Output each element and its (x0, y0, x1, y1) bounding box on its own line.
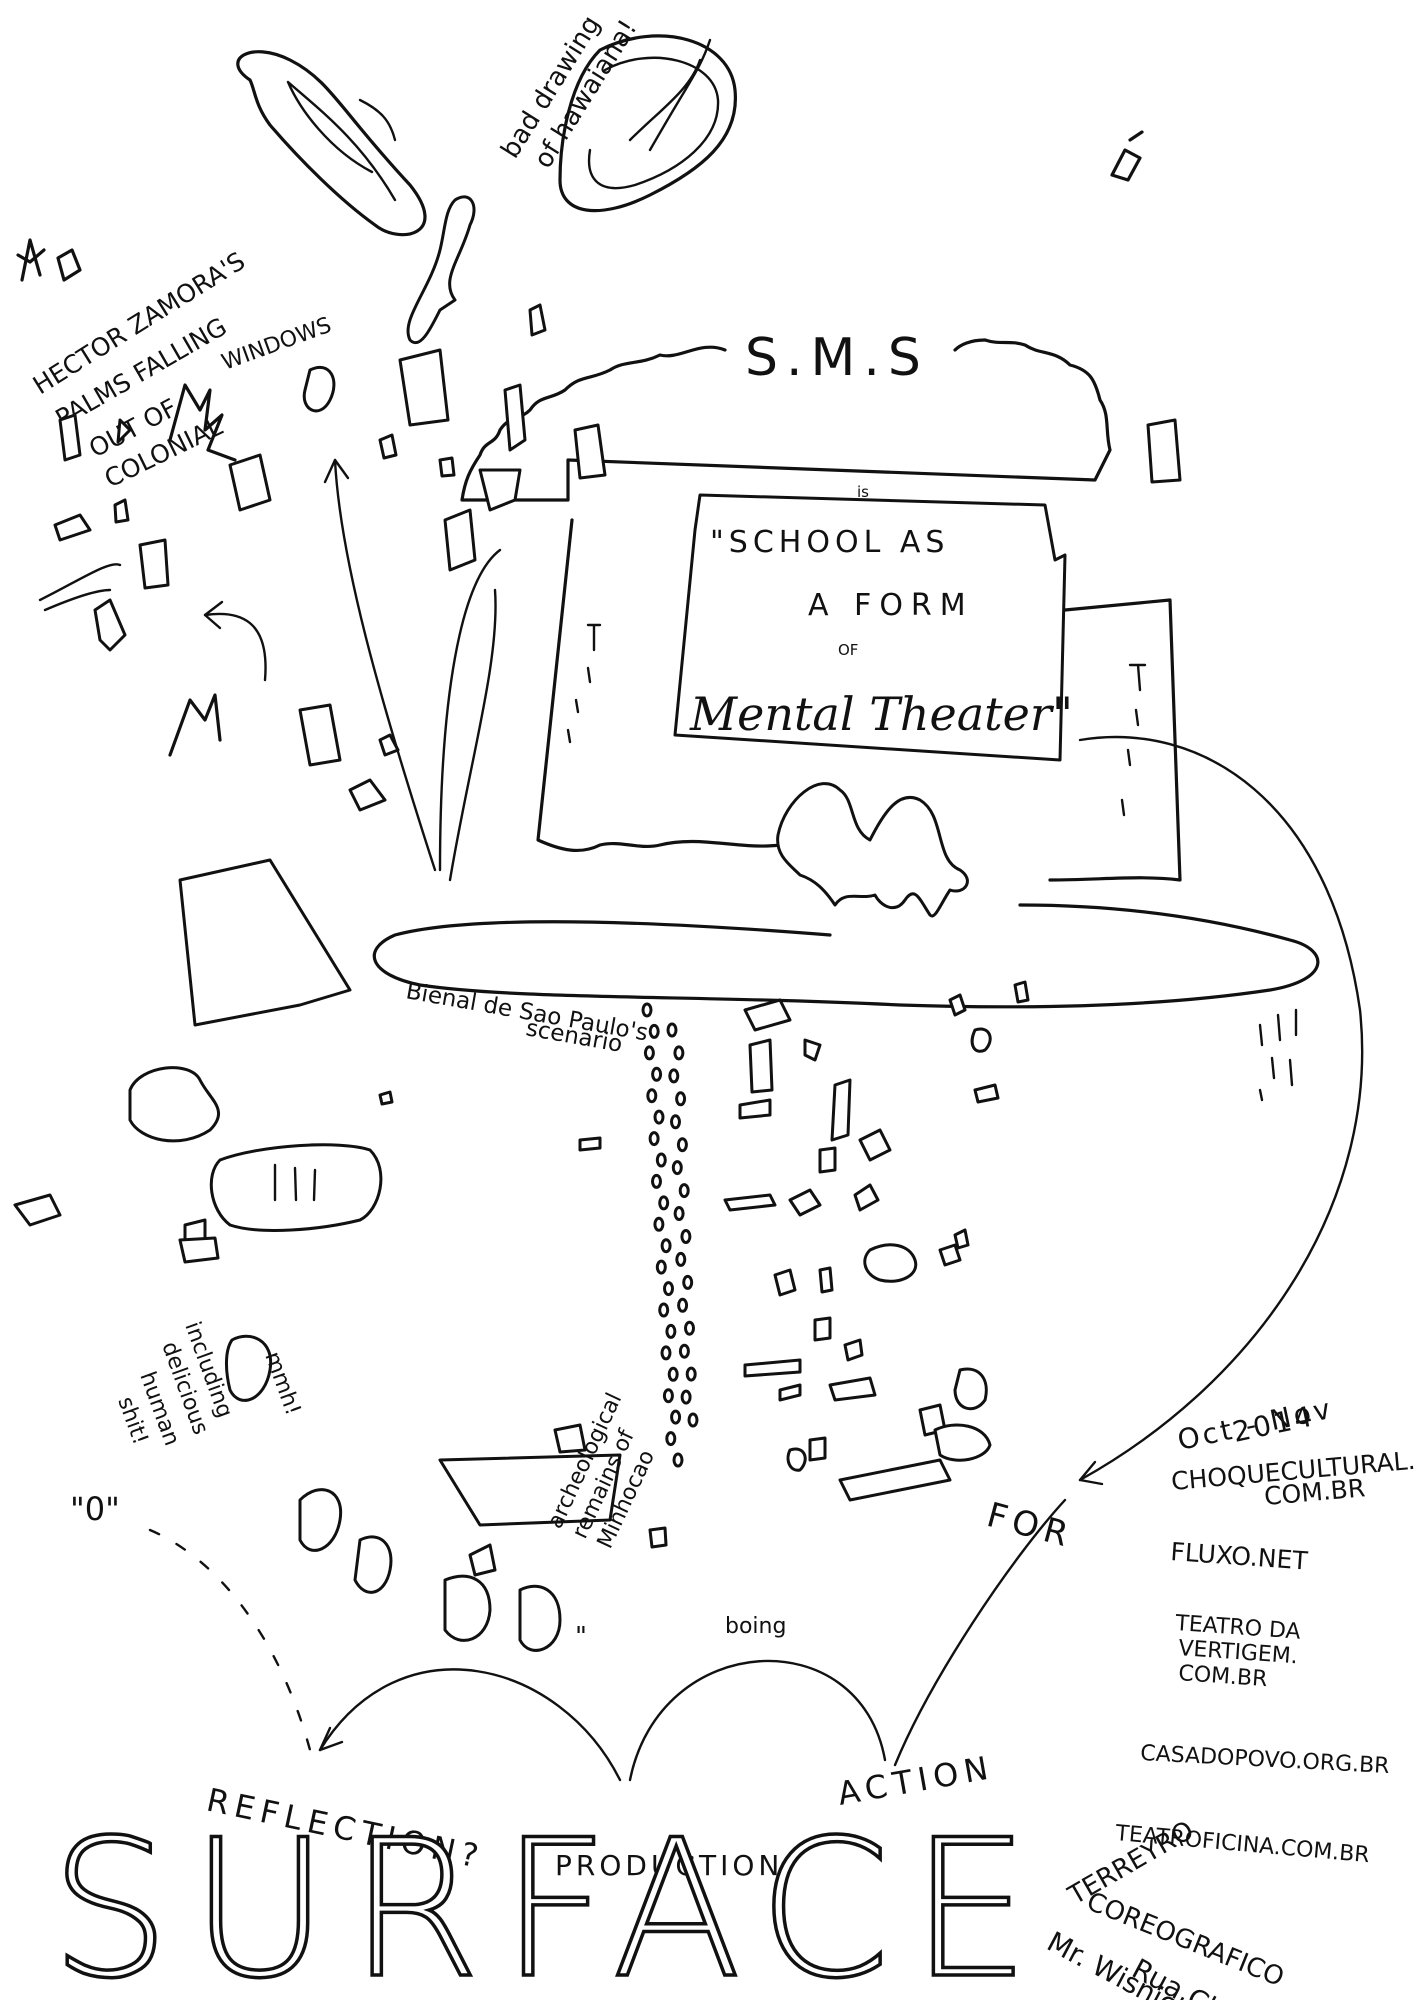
quote-mark-label: " (575, 1622, 587, 1652)
theater-hat-drawing (372, 338, 1320, 1102)
flip-flop-right-drawing (558, 34, 737, 213)
debris-dot (673, 1045, 685, 1061)
debris-dot (687, 1412, 699, 1428)
debris-dot (673, 1206, 685, 1221)
debris-dot (677, 1297, 689, 1313)
debris-dot (641, 1002, 653, 1018)
arc-boing (628, 1659, 887, 1782)
debris-dot (665, 1323, 677, 1339)
boing-label: boing (725, 1614, 786, 1639)
debris-dot (678, 1343, 690, 1359)
debris-dot (653, 1109, 665, 1125)
drip-marks (566, 623, 1147, 817)
debris-dot (680, 1389, 692, 1405)
debris-dot (658, 1195, 670, 1211)
debris-dot (672, 1452, 684, 1468)
debris-dot (682, 1274, 694, 1290)
form-line: A FORM (808, 588, 974, 623)
debris-dot (670, 1409, 682, 1425)
arrow-left-up (203, 612, 267, 682)
debris-dot (660, 1238, 672, 1254)
small-palm-icon (1110, 130, 1144, 182)
arrow-up-tall (333, 458, 437, 872)
arrow-for-to-action (893, 1498, 1067, 1767)
debris-dot (685, 1366, 697, 1382)
debris-dot (655, 1259, 667, 1275)
arrow-to-for (1078, 735, 1364, 1482)
palm-icon-small (16, 238, 46, 282)
is-label: is (857, 483, 869, 501)
debris-dot (668, 1068, 680, 1084)
zero-label: "0" (70, 1490, 120, 1528)
for-label: FOR (983, 1495, 1078, 1556)
surface-wordmark: SURFACE (50, 1799, 1050, 2000)
debris-dot (648, 1023, 660, 1039)
lower-left-objects (13, 1066, 622, 1652)
debris-dot (651, 1173, 662, 1189)
link-2[interactable]: FLUXO.NET (1170, 1537, 1310, 1576)
debris-dot (655, 1152, 667, 1168)
debris-dot (684, 1320, 695, 1336)
arc-production (318, 1668, 622, 1782)
debris-dot (660, 1345, 672, 1361)
link-5[interactable]: COM.BR (1178, 1661, 1269, 1692)
debris-dot (651, 1066, 663, 1082)
debris-dot (648, 1131, 660, 1147)
debris-dot (678, 1183, 690, 1199)
debris-dot (663, 1281, 674, 1297)
debris-dot (671, 1160, 683, 1176)
sms-title: S.M.S (745, 328, 929, 388)
debris-dot (646, 1088, 658, 1104)
dotted-arc-zero (148, 1528, 312, 1752)
debris-dot (665, 1431, 677, 1447)
debris-dot (658, 1302, 670, 1318)
flip-flop-left-drawing (236, 50, 427, 237)
falling-palms-and-windows (38, 365, 400, 1027)
window-fragment (56, 248, 82, 282)
of-label: OF (838, 641, 858, 659)
debris-dot (653, 1216, 665, 1232)
debris-dot (680, 1229, 692, 1244)
debris-dot (666, 1022, 678, 1038)
link-6[interactable]: CASADOPOVO.ORG.BR (1140, 1741, 1390, 1779)
debris-dot (670, 1114, 681, 1130)
debris-dot (675, 1251, 687, 1267)
debris-dot (662, 1388, 674, 1404)
dates-line2: 2014 (1230, 1399, 1318, 1449)
dot-columns (641, 1002, 699, 1468)
central-debris (578, 980, 1030, 1549)
debris-dot (667, 1366, 679, 1382)
falling-debris-center (378, 195, 547, 572)
production-label: PRODUCTION (555, 1849, 783, 1882)
mental-theater-line: Mental Theater" (689, 687, 1073, 741)
debris-dot (643, 1045, 655, 1061)
school-line: "SCHOOL AS (710, 525, 949, 560)
debris-dot (676, 1137, 688, 1153)
debris-dot (675, 1091, 687, 1107)
